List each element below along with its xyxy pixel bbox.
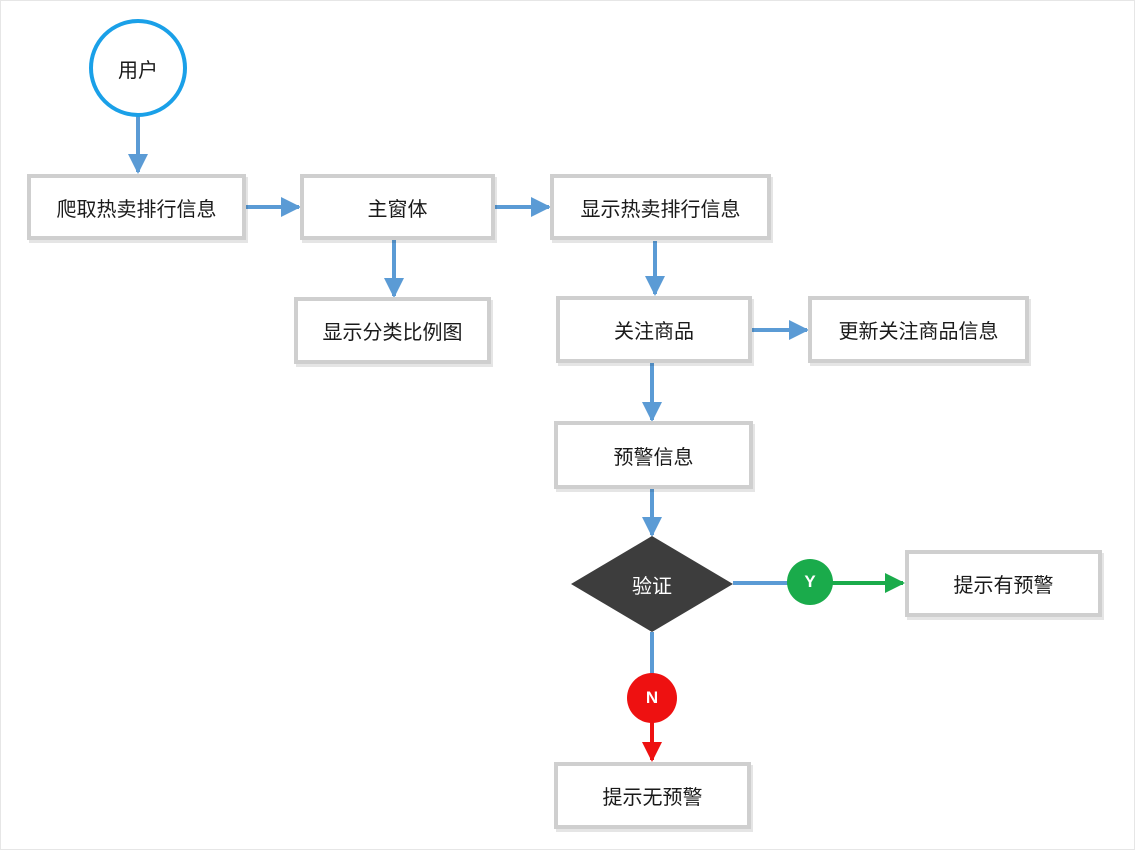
update-follow-info-node: 更新关注商品信息 xyxy=(808,296,1029,363)
crawl-hot-ranking-label: 爬取热卖排行信息 xyxy=(56,196,217,221)
has-warning-label: 提示有预警 xyxy=(953,573,1054,597)
show-hot-ranking-node: 显示热卖排行信息 xyxy=(550,174,771,240)
crawl-hot-ranking-node: 爬取热卖排行信息 xyxy=(27,174,246,240)
show-hot-ranking-label: 显示热卖排行信息 xyxy=(580,196,741,221)
user-label: 用户 xyxy=(118,57,158,82)
has-warning-node: 提示有预警 xyxy=(905,550,1102,617)
show-category-chart-label: 显示分类比例图 xyxy=(322,320,463,344)
verify-diamond xyxy=(571,536,733,632)
warning-info-node: 预警信息 xyxy=(554,421,753,489)
warning-info-label: 预警信息 xyxy=(613,444,694,469)
yes-badge: Y xyxy=(787,559,833,605)
user-start-node: 用户 xyxy=(89,19,187,117)
verify-label: 验证 xyxy=(632,573,672,598)
no-warning-label: 提示无预警 xyxy=(602,785,703,809)
no-badge: N xyxy=(627,673,677,723)
main-window-node: 主窗体 xyxy=(300,174,495,240)
show-category-chart-node: 显示分类比例图 xyxy=(294,297,491,364)
main-window-label: 主窗体 xyxy=(367,196,428,221)
follow-product-label: 关注商品 xyxy=(614,319,694,343)
no-warning-node: 提示无预警 xyxy=(554,762,751,829)
update-follow-info-label: 更新关注商品信息 xyxy=(838,319,999,343)
follow-product-node: 关注商品 xyxy=(556,296,752,363)
